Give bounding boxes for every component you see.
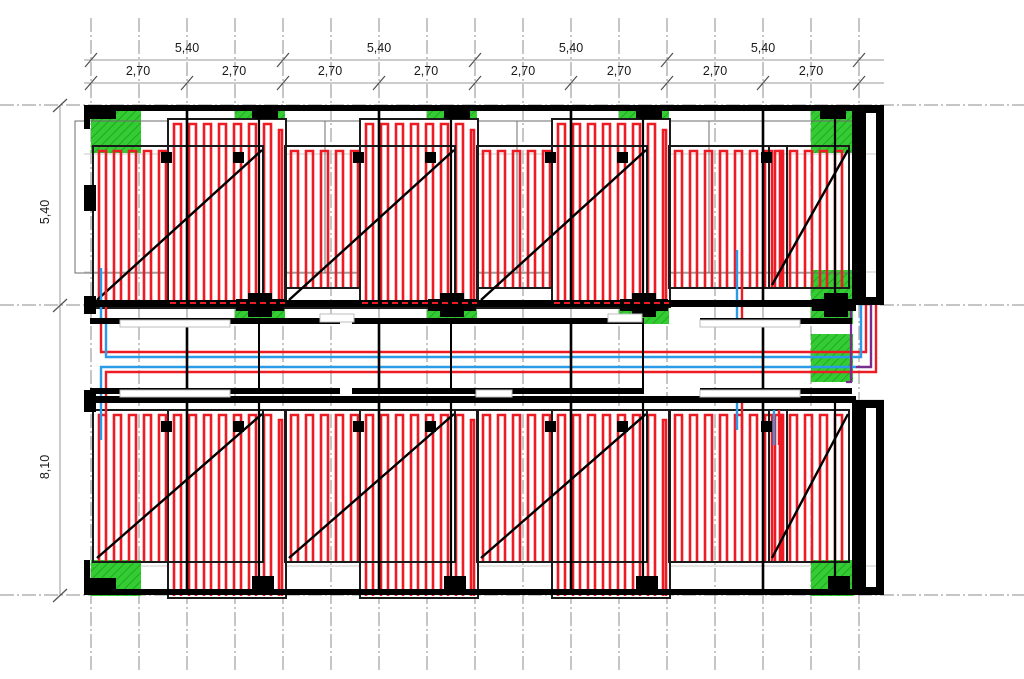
dim-top-minor-5: 2,70 [511,64,535,78]
dim-top-minor-4: 2,70 [414,64,438,78]
dim-left-1: 5,40 [38,200,52,224]
dim-top-minor-7: 2,70 [703,64,727,78]
dim-top-major-4: 5,40 [751,41,775,55]
heating-panel-upper-3c [668,145,788,289]
dim-top-major-2: 5,40 [367,41,391,55]
heating-panel-lower-2b [284,409,456,563]
dimension-lines-top [84,59,884,84]
dim-top-major-3: 5,40 [559,41,583,55]
manifold-bundle [846,298,878,384]
heating-panel-upper-3b [476,145,648,309]
heating-panel-upper-2b [284,145,456,309]
heating-panel-upper-1b [92,145,264,309]
column-nodes [236,107,856,592]
anchor-markers-upper [161,152,772,163]
structural-beams-vertical [185,105,837,595]
heating-circuits-upper [92,118,850,309]
dimension-ticks-left [52,98,68,603]
dim-top-minor-1: 2,70 [126,64,150,78]
dim-top-minor-6: 2,70 [607,64,631,78]
heating-panel-lower-3b [476,409,648,563]
opening-gaps [119,313,801,398]
heating-panel-lower-1b [92,409,264,563]
dim-top-minor-3: 2,70 [318,64,342,78]
dim-top-minor-2: 2,70 [222,64,246,78]
dim-left-2: 8,10 [38,455,52,479]
dimension-ticks-top [84,52,866,91]
anchor-markers-lower [161,421,772,432]
dim-top-minor-8: 2,70 [799,64,823,78]
dim-top-major-1: 5,40 [175,41,199,55]
